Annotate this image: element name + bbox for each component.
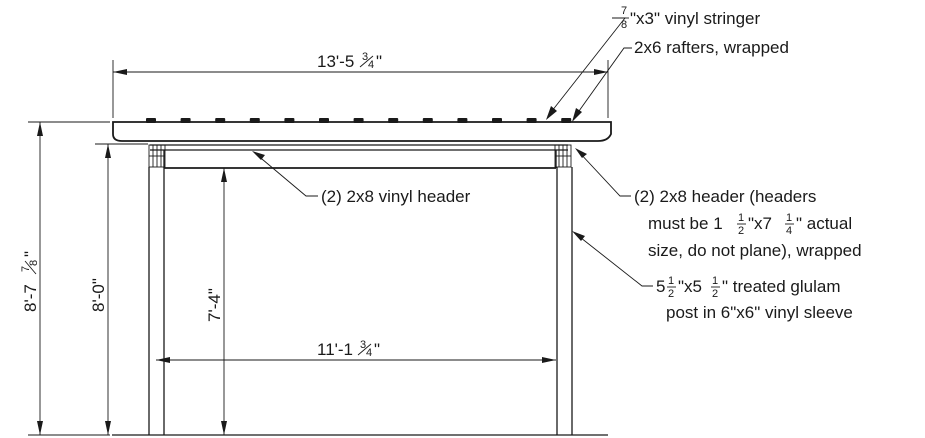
header-bracket-left — [148, 144, 166, 168]
post-label-b: "x5 — [678, 277, 702, 296]
stringer-block — [215, 118, 226, 123]
rafter-beam — [112, 121, 612, 142]
post-frac2-num: 1 — [712, 275, 718, 287]
inner-width-inch: " — [374, 340, 380, 359]
inner-width-frac-den: 4 — [366, 347, 372, 359]
stringer-block — [492, 118, 502, 123]
stringer-block — [319, 118, 329, 123]
total-height-frac-den: 8 — [28, 260, 40, 266]
stringer-block — [561, 118, 572, 123]
vinyl-header-label: (2) 2x8 vinyl header — [321, 187, 471, 206]
callout-header: (2) 2x8 header (headers must be 1 1 2 "x… — [575, 148, 862, 260]
dimension-post-height: 8'-0" — [89, 143, 148, 435]
inner-width-label: 11'-1 — [317, 340, 353, 359]
dimension-overall-width: 13'-5 3 4 " — [112, 51, 609, 118]
rafters-label: 2x6 rafters, wrapped — [634, 38, 789, 57]
total-height-label: 8'-7 — [21, 284, 40, 312]
header-frac1-den: 2 — [738, 225, 744, 237]
post-height-label: 8'-0" — [89, 278, 108, 312]
header-frac2-den: 4 — [786, 225, 792, 237]
post-label-c: " treated glulam — [722, 277, 841, 296]
header-label-line2-b: "x7 — [748, 214, 772, 233]
header-frac2-num: 1 — [786, 212, 792, 224]
header-label-line1: (2) 2x8 header (headers — [634, 187, 816, 206]
clear-height-label: 7'-4" — [205, 288, 224, 322]
callout-post: 5 1 2 "x5 1 2 " treated glulam post in 6… — [572, 231, 853, 322]
stringer-block — [526, 118, 537, 123]
inner-width-frac-num: 3 — [360, 339, 366, 351]
post-left — [148, 167, 165, 435]
header-label-line2-a: must be 1 — [648, 214, 723, 233]
stringer-block — [146, 118, 156, 123]
callout-stringer: 7 8 "x3" vinyl stringer — [546, 5, 761, 120]
stringer-blocks — [146, 118, 572, 123]
vinyl-header — [150, 144, 568, 169]
post-frac1-den: 2 — [668, 288, 674, 300]
callout-rafters: 2x6 rafters, wrapped — [572, 38, 789, 122]
overall-width-label: 13'-5 — [317, 52, 354, 71]
overall-width-frac-den: 4 — [368, 59, 374, 71]
stringer-block — [249, 118, 260, 123]
dimension-total-height: 8'-7 7 8 " — [20, 121, 110, 436]
stringer-frac-den: 8 — [621, 19, 627, 31]
stringer-block — [284, 118, 295, 123]
total-height-frac-num: 7 — [20, 266, 32, 272]
stringer-block — [457, 118, 468, 123]
dimension-clear-height: 7'-4" — [205, 168, 227, 435]
header-label-line3: size, do not plane), wrapped — [648, 241, 862, 260]
post-frac1-num: 1 — [668, 275, 674, 287]
header-label-line2-c: " actual — [796, 214, 852, 233]
total-height-inch: " — [21, 251, 40, 257]
stringer-frac-num: 7 — [621, 5, 627, 17]
stringer-label: "x3" vinyl stringer — [630, 9, 761, 28]
post-frac2-den: 2 — [712, 288, 718, 300]
post-label-a: 5 — [656, 277, 665, 296]
post-label-line2: post in 6"x6" vinyl sleeve — [666, 303, 853, 322]
header-bracket-right — [554, 144, 572, 168]
stringer-block — [180, 118, 191, 123]
stringer-block — [422, 118, 433, 123]
dimension-inner-width: 11'-1 3 4 " — [156, 339, 556, 363]
callout-vinyl-header: (2) 2x8 vinyl header — [252, 151, 471, 206]
stringer-block — [353, 118, 364, 123]
stringer-block — [388, 118, 399, 123]
overall-width-inch: " — [376, 52, 382, 71]
overall-width-frac-num: 3 — [362, 51, 368, 63]
header-frac1-num: 1 — [738, 212, 744, 224]
post-right — [556, 167, 573, 435]
